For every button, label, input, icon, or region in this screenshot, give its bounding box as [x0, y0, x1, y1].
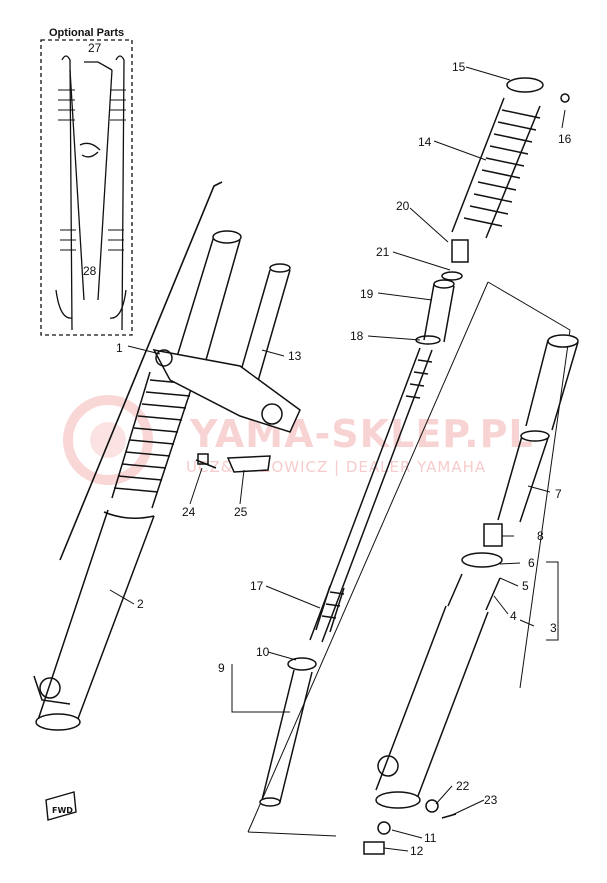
callout-19: 19	[360, 287, 374, 301]
callout-1: 1	[116, 341, 123, 355]
left-fork-assembly	[33, 230, 242, 731]
callout-14: 14	[418, 135, 432, 149]
callout-15: 15	[452, 60, 466, 74]
callout-6: 6	[528, 556, 535, 570]
callout-23: 23	[484, 793, 498, 807]
left-assembly-bracket	[59, 181, 223, 561]
leader-lines	[109, 66, 566, 852]
right-outer-tube	[363, 334, 579, 855]
right-assembly-lines	[231, 281, 571, 837]
callout-20: 20	[396, 199, 410, 213]
callouts: 15 16 14 20 21 19 18 1 13 24 25 7 8 6 5 …	[116, 60, 572, 858]
callout-11: 11	[424, 831, 437, 845]
callout-28: 28	[83, 264, 97, 278]
callout-10: 10	[256, 645, 270, 659]
callout-4: 4	[510, 609, 517, 623]
callout-21: 21	[376, 245, 390, 259]
callout-16: 16	[558, 132, 572, 146]
callout-17: 17	[250, 579, 264, 593]
callout-3: 3	[550, 621, 557, 635]
callout-13: 13	[288, 349, 302, 363]
callout-5: 5	[522, 579, 529, 593]
callout-7: 7	[555, 487, 562, 501]
steering-stem	[152, 263, 301, 473]
callout-12: 12	[410, 844, 424, 858]
callout-22: 22	[456, 779, 470, 793]
watermark-main: YAMA-SKLEP.PL	[189, 412, 534, 456]
optional-parts-title: Optional Parts	[49, 27, 124, 39]
right-fork-internals	[259, 77, 570, 807]
callout-25: 25	[234, 505, 248, 519]
callout-18: 18	[350, 329, 364, 343]
callout-27: 27	[88, 41, 102, 55]
callout-24: 24	[182, 505, 196, 519]
callout-2: 2	[137, 597, 144, 611]
fwd-label: FWD	[52, 806, 73, 815]
callout-9: 9	[218, 661, 225, 675]
optional-parts-box	[40, 39, 133, 336]
fwd-badge: FWD	[45, 791, 77, 821]
callout-8: 8	[537, 529, 544, 543]
